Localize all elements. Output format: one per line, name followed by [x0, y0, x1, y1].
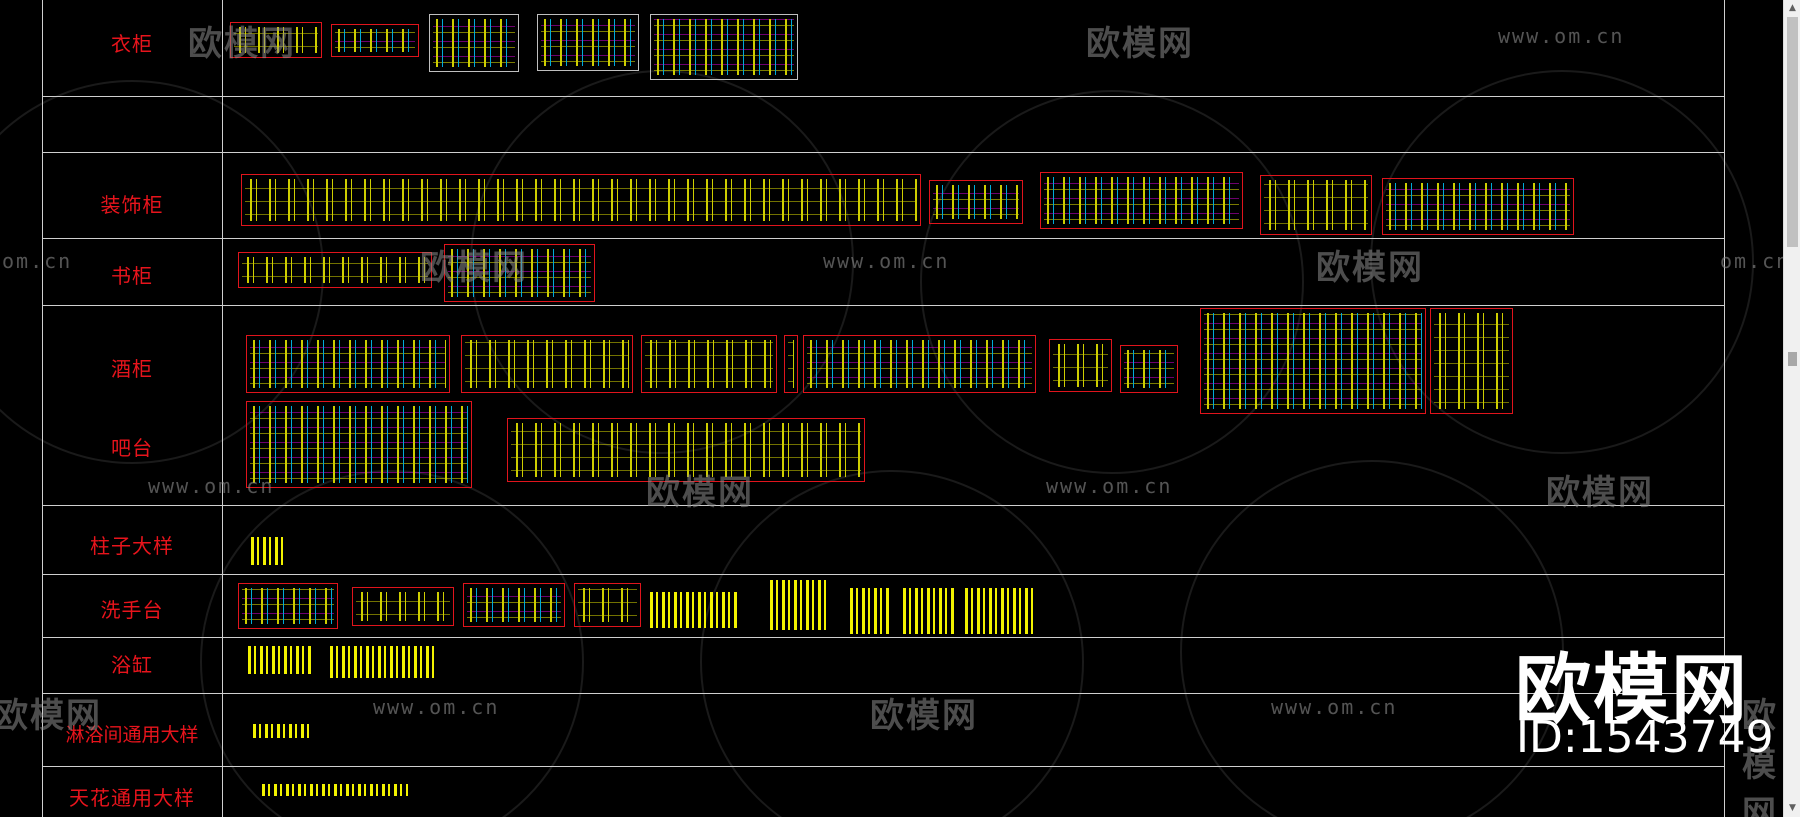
watermark-url: om.cn [1720, 249, 1783, 273]
cad-drawing[interactable] [1430, 308, 1513, 414]
watermark-text: 欧模网 [646, 473, 754, 513]
row-divider [42, 96, 1725, 97]
cad-fragment[interactable] [330, 646, 436, 678]
cad-drawing[interactable] [929, 180, 1023, 224]
table-border-right [1724, 0, 1725, 817]
cad-fragment[interactable] [253, 724, 313, 738]
watermark-text: 欧模网 [1316, 248, 1424, 288]
row-divider [42, 574, 1725, 575]
cad-drawing[interactable] [1040, 172, 1243, 229]
cad-drawing[interactable] [1382, 178, 1574, 235]
cad-drawing[interactable] [241, 174, 921, 226]
cad-drawing[interactable] [429, 14, 519, 72]
brand-id: ID:1543749 [1516, 712, 1774, 763]
scroll-up-arrow-icon[interactable]: ▲ [1789, 3, 1796, 13]
watermark-text: 欧模网 [1086, 24, 1194, 64]
watermark-url: www.om.cn [1046, 474, 1173, 498]
watermark-url: om.cn [2, 249, 73, 273]
cad-fragment[interactable] [248, 646, 314, 674]
cad-drawing[interactable] [238, 583, 338, 629]
row-label-washbasin: 洗手台 [100, 598, 164, 622]
row-divider [42, 152, 1725, 153]
row-divider [42, 637, 1725, 638]
watermark-text: 欧模网 [1742, 696, 1778, 817]
row-label-wine-cabinet: 酒柜 [111, 357, 153, 381]
cad-drawing[interactable] [230, 22, 322, 58]
cad-fragment[interactable] [650, 592, 740, 628]
watermark-url: www.om.cn [1271, 695, 1398, 719]
cad-drawing[interactable] [444, 244, 595, 302]
cad-drawing[interactable] [246, 401, 472, 488]
watermark-text: 欧模网 [188, 24, 296, 64]
cad-drawing[interactable] [1049, 339, 1112, 392]
row-label-decorative-cabinet: 装饰柜 [100, 193, 164, 217]
watermark-text: 欧模网 [870, 696, 978, 736]
cad-drawing[interactable] [574, 583, 641, 627]
row-divider [42, 505, 1725, 506]
cad-drawing[interactable] [1120, 345, 1178, 393]
watermark-url: www.om.cn [373, 695, 500, 719]
watermark-text: 欧模网 [1546, 473, 1654, 513]
row-divider [42, 305, 1725, 306]
scroll-down-arrow-icon[interactable]: ▼ [1789, 803, 1796, 813]
row-divider [42, 693, 1725, 694]
cad-fragment[interactable] [965, 588, 1033, 634]
row-divider [42, 238, 1725, 239]
vertical-scrollbar[interactable]: ▲ ▼ [1783, 0, 1800, 817]
cad-drawing[interactable] [463, 583, 565, 627]
row-label-wardrobe: 衣柜 [111, 32, 153, 56]
cad-fragment[interactable] [850, 588, 890, 634]
table-column-divider [222, 0, 223, 817]
cad-fragment[interactable] [903, 588, 955, 634]
cad-drawing[interactable] [461, 335, 633, 393]
table-border-left [42, 0, 43, 817]
watermark-url: www.om.cn [823, 249, 950, 273]
watermark-text: 欧模网 [420, 248, 528, 288]
watermark-circle [200, 470, 584, 817]
cad-drawing[interactable] [507, 418, 865, 482]
cad-drawing[interactable] [641, 335, 777, 393]
cad-drawing[interactable] [352, 587, 454, 626]
scrollbar-marker [1788, 352, 1797, 366]
watermark-circle [700, 470, 1084, 817]
cad-drawing[interactable] [1200, 308, 1426, 414]
row-label-shower-detail: 淋浴间通用大样 [65, 724, 199, 746]
scrollbar-thumb[interactable] [1787, 17, 1798, 247]
watermark-circle [920, 90, 1304, 474]
brand-title: 欧模网 [1515, 645, 1749, 734]
cad-fragment[interactable] [770, 580, 830, 630]
row-divider [42, 766, 1725, 767]
cad-drawing[interactable] [537, 14, 639, 71]
row-label-ceiling-detail: 天花通用大样 [69, 786, 195, 810]
watermark-url: www.om.cn [1498, 24, 1625, 48]
cad-fragment[interactable] [262, 784, 408, 796]
cad-drawing[interactable] [650, 14, 798, 80]
watermark-circle [1370, 70, 1754, 454]
cad-fragment[interactable] [251, 537, 285, 565]
watermark-url: www.om.cn [148, 474, 275, 498]
cad-drawing[interactable] [331, 24, 419, 57]
cad-drawing[interactable] [246, 335, 450, 393]
row-label-bar-counter: 吧台 [111, 436, 153, 460]
cad-drawing[interactable] [784, 335, 798, 393]
row-label-column-detail: 柱子大样 [90, 534, 174, 558]
watermark-text: 欧模网 [0, 696, 102, 736]
row-label-bathtub: 浴缸 [111, 653, 153, 677]
watermark-circle [1180, 460, 1564, 817]
cad-drawing[interactable] [1260, 175, 1372, 235]
cad-drawing[interactable] [803, 335, 1036, 393]
row-label-bookcase: 书柜 [111, 264, 153, 288]
cad-drawing[interactable] [238, 252, 432, 288]
